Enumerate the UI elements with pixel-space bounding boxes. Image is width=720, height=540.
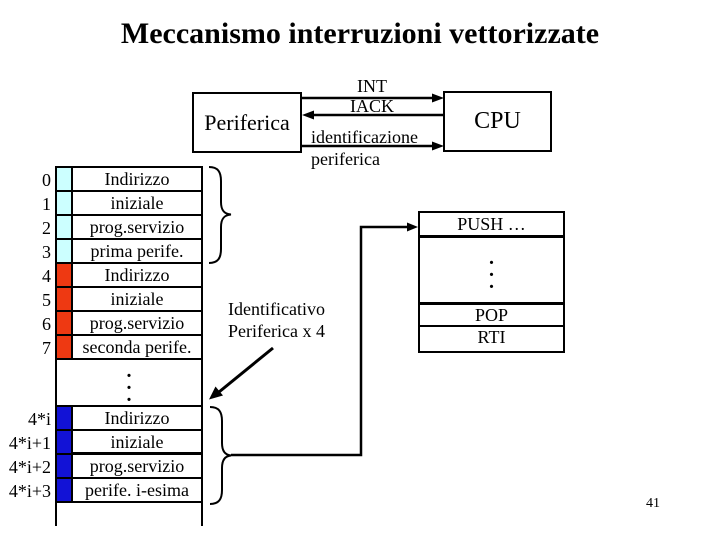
vector-to-routine-connector [231, 222, 418, 457]
address-label: 4 [42, 266, 51, 286]
vector-table-row: 5 iniziale [42, 288, 201, 312]
brace-first-peripheral [208, 166, 232, 264]
identificativo-line1: Identificativo [228, 299, 325, 319]
ellipsis-dot: . [126, 383, 132, 406]
vector-table-cell: prog.servizio [71, 312, 201, 336]
vector-table-cell: prog.servizio [71, 455, 201, 479]
address-color-chip [57, 455, 71, 479]
identificativo-arrow [209, 346, 274, 400]
address-label: 4*i [27, 409, 51, 429]
table-open-tail [57, 503, 201, 528]
address-color-chip [57, 479, 71, 503]
vector-table-cell: Indirizzo [71, 407, 201, 431]
address-color-chip [57, 264, 71, 288]
vector-table-row: 4*i Indirizzo [28, 407, 201, 431]
table-vertical-ellipsis: . . . [57, 360, 201, 407]
ellipsis-dot: . [489, 247, 494, 269]
vector-table-row: 4*i+1 iniziale [9, 431, 201, 455]
vector-table-row: 0 Indirizzo [42, 168, 201, 192]
service-routine-box: PUSH … . . . POP RTI [418, 211, 565, 353]
address-color-chip [57, 168, 71, 192]
vector-table-cell: prog.servizio [71, 216, 201, 240]
peripheral-box: Periferica [192, 92, 302, 153]
vector-table-cell: iniziale [71, 192, 201, 216]
address-label: 6 [42, 314, 51, 334]
ellipsis-dot: . [126, 359, 132, 382]
ellipsis-dot: . [489, 271, 494, 293]
identification-label-line2: periferica [311, 149, 380, 169]
identificativo-line2: Periferica x 4 [228, 321, 325, 341]
int-signal-label: INT [357, 76, 387, 96]
address-color-chip [57, 431, 71, 455]
vector-table-row: 4 Indirizzo [42, 264, 201, 288]
iack-signal-label: IACK [350, 96, 394, 116]
vector-table-cell: Indirizzo [71, 264, 201, 288]
vector-table-cell: iniziale [71, 288, 201, 312]
page-number: 41 [646, 496, 660, 511]
address-color-chip [57, 192, 71, 216]
isr-push-row: PUSH … [420, 213, 563, 238]
vector-table-row: 2 prog.servizio [42, 216, 201, 240]
address-label: 4*i+3 [8, 481, 51, 501]
address-label: 7 [42, 338, 51, 358]
address-label: 2 [42, 218, 51, 238]
identification-arrow [302, 141, 444, 151]
address-color-chip [57, 240, 71, 264]
identification-label-line1: identificazione [311, 127, 418, 147]
isr-vertical-ellipsis: . . . [420, 238, 563, 305]
vector-table-row: 7 seconda perife. [42, 336, 201, 360]
address-label: 0 [42, 170, 51, 190]
vector-table-cell: Indirizzo [71, 168, 201, 192]
isr-rti-row: RTI [477, 327, 506, 347]
vector-table-row: 4*i+3 perife. i-esima [9, 479, 201, 503]
address-color-chip [57, 407, 71, 431]
vector-table-row: 4*i+2 prog.servizio [9, 455, 201, 479]
vector-table-cell: prima perife. [71, 240, 201, 264]
slide-title: Meccanismo interruzioni vettorizzate [120, 17, 600, 50]
cpu-box: CPU [443, 91, 552, 152]
isr-pop-row: POP [420, 305, 563, 327]
address-label: 3 [42, 242, 51, 262]
peripheral-label: Periferica [204, 109, 290, 135]
cpu-label: CPU [474, 108, 521, 134]
vector-table-row: 6 prog.servizio [42, 312, 201, 336]
vector-table-cell: seconda perife. [71, 336, 201, 360]
vector-table-cell: iniziale [71, 431, 201, 455]
interrupt-vector-table: 0 Indirizzo 1 iniziale 2 prog.servizio 3… [9, 166, 203, 528]
vector-table-row: 3 prima perife. [42, 240, 201, 264]
address-label: 5 [42, 290, 51, 310]
ellipsis-dot: . [489, 259, 494, 281]
ellipsis-dot: . [126, 371, 132, 394]
vector-table-row: 1 iniziale [42, 192, 201, 216]
identificativo-annotation: Identificativo Periferica x 4 [228, 298, 325, 342]
address-color-chip [57, 288, 71, 312]
int-arrow [302, 93, 444, 103]
vector-table-cell: perife. i-esima [71, 479, 201, 503]
address-label: 4*i+2 [8, 457, 51, 477]
address-label: 4*i+1 [8, 433, 51, 453]
iack-arrow [302, 110, 444, 120]
address-label: 1 [42, 194, 51, 214]
brace-ith-peripheral [209, 406, 232, 505]
address-color-chip [57, 216, 71, 240]
address-color-chip [57, 312, 71, 336]
address-color-chip [57, 336, 71, 360]
